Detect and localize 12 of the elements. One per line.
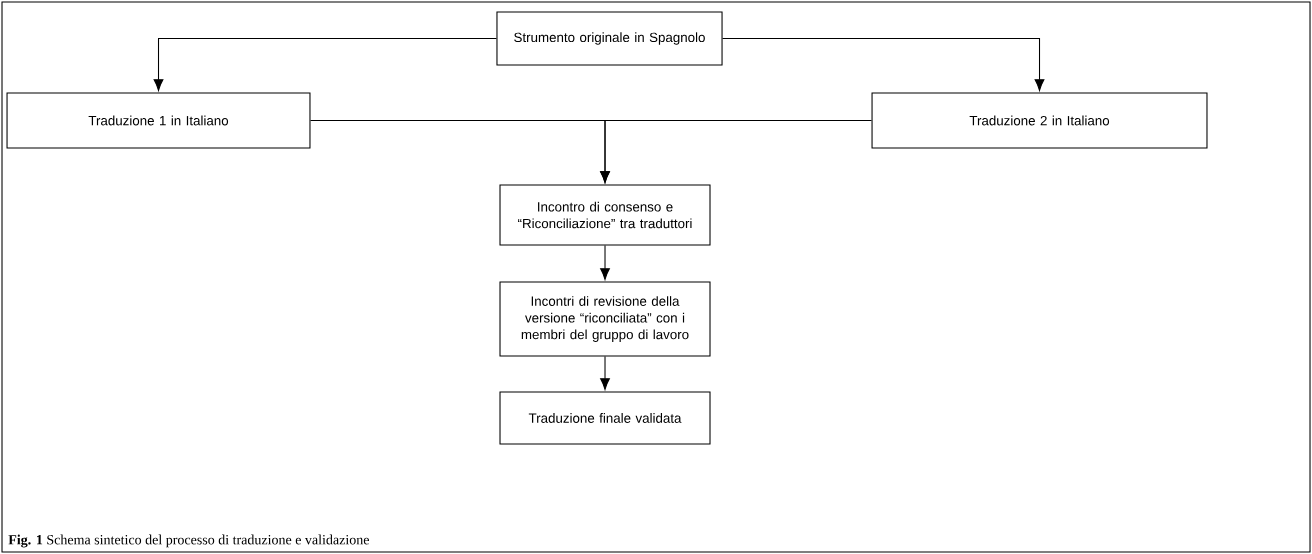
process-box: Traduzione finale validata	[499, 391, 711, 445]
arrow	[600, 356, 610, 390]
arrow	[153, 37, 497, 91]
process-box: Incontri di revisione della versione “riconciliata” con i membri del gruppo di lavoro	[499, 281, 711, 357]
arrow	[600, 119, 873, 183]
caption: Fig. 1 Schema sintetico del processo di traduzione e validazione	[8, 534, 369, 548]
process-box: Traduzione 2 in Italiano	[871, 92, 1208, 149]
process-box: Incontro di consenso e “Riconciliazione” tra traduttori	[499, 184, 711, 246]
arrow	[600, 245, 610, 280]
process-box: Strumento originale in Spagnolo	[496, 11, 723, 66]
process-box: Traduzione 1 in Italiano	[6, 92, 311, 149]
arrow	[722, 37, 1045, 91]
